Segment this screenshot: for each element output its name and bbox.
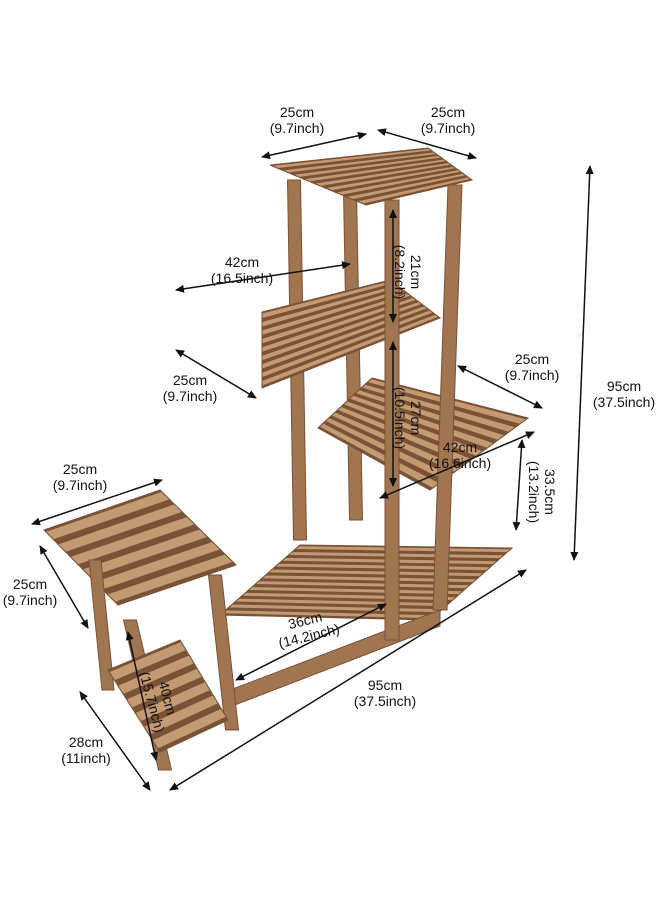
upper-shelf-slat <box>261 301 424 362</box>
upper-shelf-slat <box>261 288 407 337</box>
label-side-shelf-depth: 25cm(9.7inch) <box>2 576 58 608</box>
top-shelf-slat <box>354 176 473 205</box>
top-shelf-slat <box>333 169 463 196</box>
label-middle-gap: 27cm(10.5inch) <box>392 386 424 450</box>
arrow-total-height <box>570 165 594 561</box>
arrow-right-shelf-depth <box>457 365 543 409</box>
top-shelf-slat <box>344 172 468 201</box>
arrow-side-shelf-width <box>31 478 163 526</box>
label-right-shelf-depth: 25cm(9.7inch) <box>504 351 560 383</box>
upper-shelf-slat <box>261 284 401 328</box>
upper-shelf-slat <box>261 296 418 354</box>
arrow-right-gap <box>512 439 526 531</box>
label-total-width: 95cm(37.5inch) <box>353 677 417 709</box>
label-top-left-width: 25cm(9.7inch) <box>269 104 325 136</box>
label-total-height: 95cm(37.5inch) <box>592 378 656 410</box>
arrow-right-shelf-width <box>379 431 535 499</box>
label-side-shelf-width: 25cm(9.7inch) <box>52 461 108 493</box>
label-top-right-depth: 25cm(9.7inch) <box>420 104 476 136</box>
top-shelf-slat <box>322 165 458 192</box>
top-shelf-slat <box>312 162 453 187</box>
label-upper-gap: 21cm(8.2inch) <box>392 244 424 300</box>
arrow-total-width <box>169 569 527 791</box>
dimension-arrows <box>31 128 594 791</box>
label-right-gap: 33.5cm(13.2inch) <box>526 460 558 524</box>
arrow-base-depth <box>79 691 151 791</box>
arrow-side-shelf-depth <box>39 545 89 629</box>
arrow-upper-shelf-depth <box>175 349 257 399</box>
arrow-top-left-width <box>261 131 367 160</box>
label-base-depth: 28cm(11inch) <box>61 734 111 766</box>
label-right-shelf-width: 42cm(16.6inch) <box>428 439 492 471</box>
arrow-upper-shelf-width <box>175 261 351 293</box>
top-shelf-slat <box>301 158 448 183</box>
label-upper-shelf-depth: 25cm(9.7inch) <box>162 372 218 404</box>
arrow-top-right-depth <box>377 128 477 160</box>
upper-shelf-slat <box>261 292 413 345</box>
label-upper-shelf-width: 42cm(16.5inch) <box>210 254 274 286</box>
side-post-back <box>88 559 115 691</box>
